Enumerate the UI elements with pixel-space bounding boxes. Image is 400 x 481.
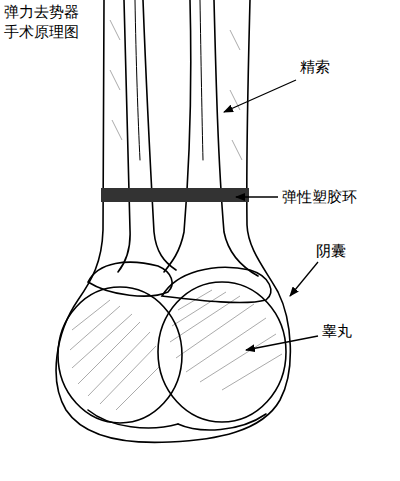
diagram-title: 弹力去势器 手术原理图 — [4, 3, 88, 42]
part-label: 睾丸 — [322, 322, 352, 340]
part-label: 阴囊 — [316, 242, 346, 260]
leader-lines — [224, 80, 318, 350]
scrotum-drawing — [56, 0, 290, 442]
part-label: 精索 — [300, 58, 330, 76]
hatching — [70, 20, 282, 410]
elastic-ring — [101, 188, 249, 202]
part-label: 弹性塑胶环 — [282, 188, 357, 206]
